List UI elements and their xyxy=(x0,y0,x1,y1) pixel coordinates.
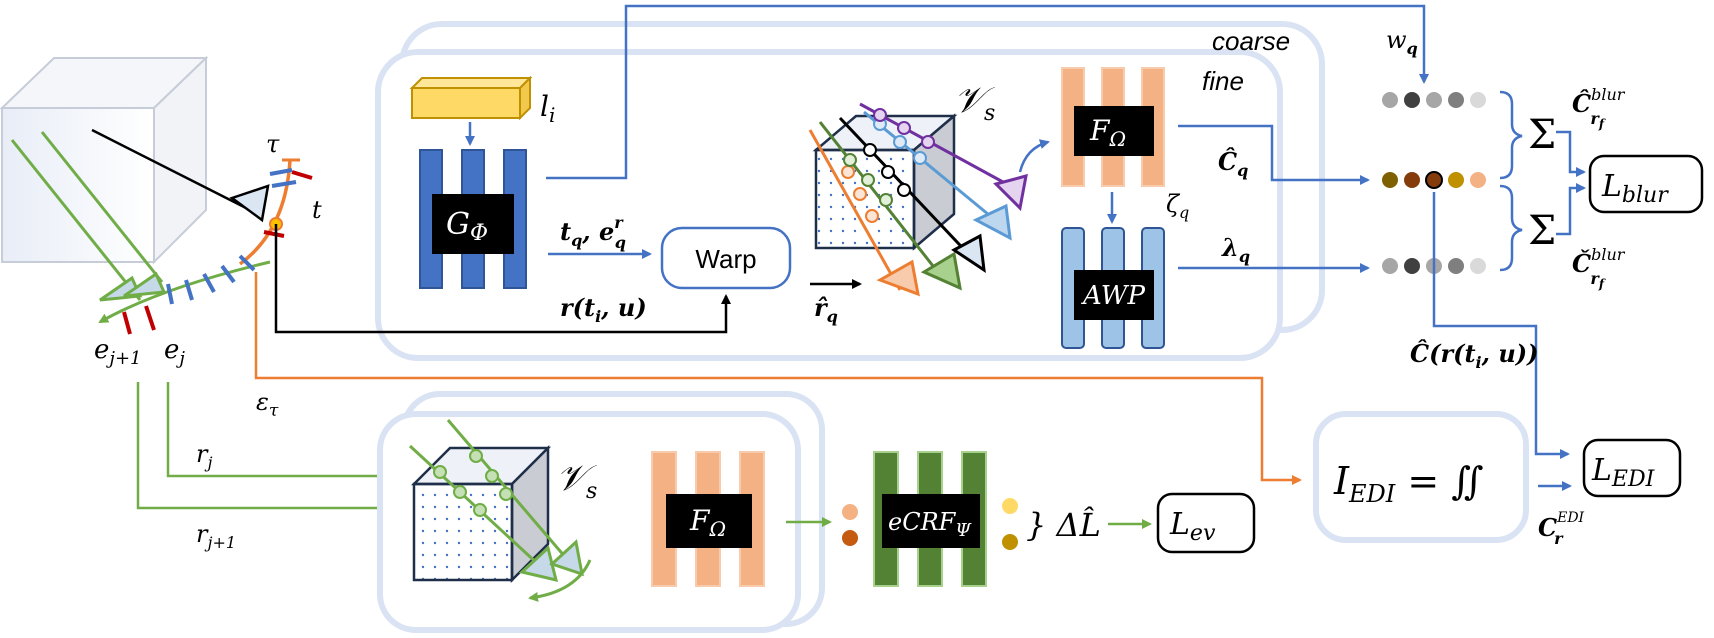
brace-top xyxy=(1499,90,1523,180)
l-ev-box xyxy=(1156,492,1256,554)
awp-network xyxy=(1061,227,1165,349)
l-blur-box xyxy=(1588,154,1704,214)
delta-l-label: } ΔL̂ xyxy=(1026,506,1101,544)
r-j1-label: rj+1 xyxy=(196,520,236,552)
l-ev-label: Lev xyxy=(1169,507,1216,546)
latent-block xyxy=(409,75,533,121)
r-j-label: rj xyxy=(196,440,212,472)
f-omega-bot-label: FΩ xyxy=(689,504,726,541)
ecrf-label: eCRFΨ xyxy=(888,508,972,541)
ecrf-network xyxy=(873,451,987,587)
w-label: wq xyxy=(1386,26,1418,58)
log-dot-1 xyxy=(1002,498,1018,514)
l-i-label: li xyxy=(540,90,555,127)
r-tu-label: r(ti, u) xyxy=(560,293,647,326)
sigma-top-arrow xyxy=(1556,130,1586,177)
c-rtu-label: Ĉ(r(ti, u)) xyxy=(1410,339,1539,372)
c-hat-arrow xyxy=(1178,124,1370,185)
i-edi-label: IEDI = ∬ xyxy=(1333,459,1484,508)
trajectory-arc xyxy=(98,158,313,335)
awp-label: AWP xyxy=(1081,281,1145,311)
weight-dots xyxy=(1382,92,1486,108)
radiance-dot-2 xyxy=(842,530,858,546)
l-edi-box xyxy=(1582,438,1682,498)
volume-top xyxy=(808,102,1028,297)
c-hat-label: Ĉq xyxy=(1218,147,1248,180)
f-omega-top xyxy=(1061,67,1165,187)
radiance-dot-1 xyxy=(842,504,858,520)
r-j1-arrow xyxy=(136,382,402,513)
sigma-bot-arrow xyxy=(1556,183,1586,236)
color-dots xyxy=(1382,171,1486,189)
c-rtu-arrow xyxy=(1432,192,1570,459)
coarse-label: coarse xyxy=(1212,26,1290,56)
volume-bottom xyxy=(408,419,592,602)
fine-label: fine xyxy=(1202,66,1244,96)
g-phi-network xyxy=(419,149,527,289)
t-label: t xyxy=(312,196,322,224)
eps-tau-arrow xyxy=(254,272,1302,485)
e-j-label: ej xyxy=(164,335,185,369)
sigma-bot: Σ xyxy=(1528,208,1556,254)
r-tu-arrow xyxy=(274,224,731,334)
i-edi-box xyxy=(1313,411,1529,543)
e-j1-label: ej+1 xyxy=(94,335,142,369)
camera-icons xyxy=(99,184,270,302)
log-dot-2 xyxy=(1002,534,1018,550)
f-omega-bottom xyxy=(651,451,765,587)
g-phi-label: GΦ xyxy=(446,207,488,246)
scene-box xyxy=(0,55,251,301)
r-hat-label: r̂q xyxy=(814,293,838,326)
brace-bot xyxy=(1499,184,1523,272)
l-edi-label: LEDI xyxy=(1591,453,1656,492)
sigma-top: Σ xyxy=(1528,112,1556,158)
l-blur-label: Lblur xyxy=(1601,169,1669,208)
lambda-dots xyxy=(1382,258,1486,274)
eps-tau-label: ετ xyxy=(256,388,279,421)
volume-top-curve-arrow xyxy=(1018,139,1050,173)
warp-label: Warp xyxy=(695,244,756,274)
warp-box xyxy=(660,226,792,290)
f-omega-top-label: FΩ xyxy=(1089,114,1126,151)
zeta-label: ζq xyxy=(1166,190,1189,222)
w-arrow xyxy=(546,4,1429,180)
r-j-arrow xyxy=(166,382,402,481)
tau-label: τ xyxy=(266,130,280,158)
lambda-label: λq xyxy=(1221,233,1250,266)
